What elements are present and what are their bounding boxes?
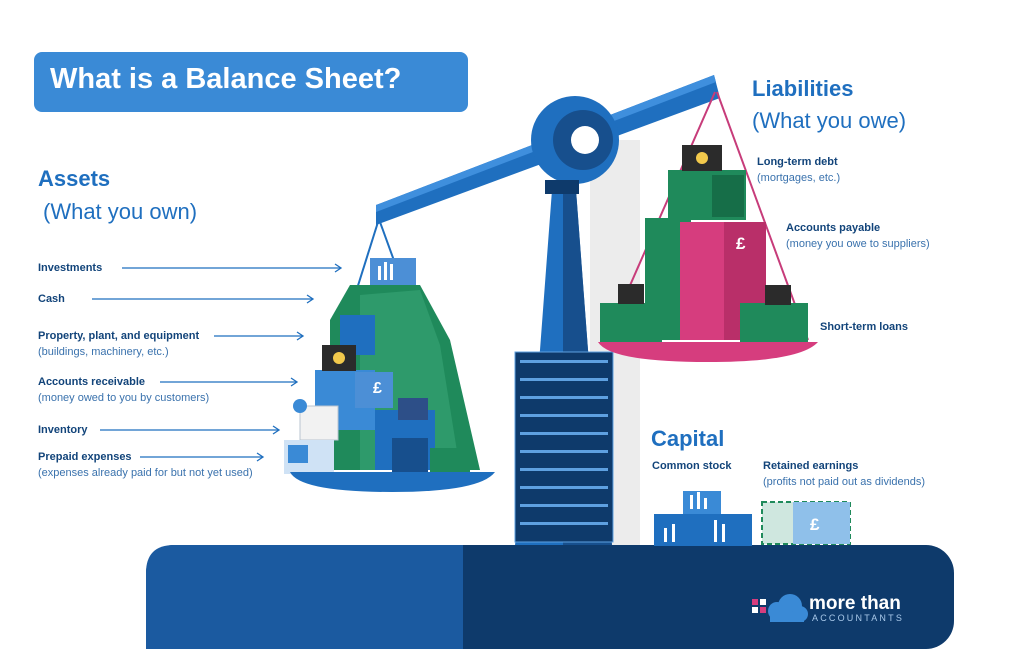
capital-blocks xyxy=(654,491,851,546)
brand-tagline: ACCOUNTANTS xyxy=(812,613,905,623)
liability-note-payable: (money you owe to suppliers) xyxy=(786,238,930,250)
capital-note-retained: (profits not paid out as dividends) xyxy=(763,476,926,488)
base-platform-left xyxy=(146,545,463,649)
pillar-grid xyxy=(514,351,614,543)
liabilities-subheading: (What you owe) xyxy=(752,108,907,133)
assets-subheading: (What you own) xyxy=(43,199,198,224)
title-banner xyxy=(34,52,468,112)
asset-note-prepaid: (expenses already paid for but not yet u… xyxy=(38,467,253,479)
liabilities-pile xyxy=(600,145,808,343)
page-title: What is a Balance Sheet? xyxy=(50,63,402,95)
asset-note-receivable: (money owed to you by customers) xyxy=(38,392,210,404)
asset-arrows xyxy=(92,263,343,462)
asset-label-prepaid: Prepaid expenses xyxy=(38,451,132,463)
asset-label-receivable: Accounts receivable xyxy=(38,376,145,388)
liability-label-payable: Accounts payable xyxy=(786,222,881,234)
brand-cloud-icon xyxy=(752,594,808,622)
liability-label-longterm: Long-term debt xyxy=(757,156,838,168)
liabilities-heading: Liabilities xyxy=(752,76,854,101)
assets-pan xyxy=(290,472,495,492)
liabilities-pan xyxy=(598,342,818,362)
brand-name: more than xyxy=(809,593,901,614)
liabilities-currency-mark: £ xyxy=(736,234,746,253)
assets-currency-mark: £ xyxy=(373,380,382,397)
capital-currency-mark: £ xyxy=(810,515,820,534)
liability-label-shortterm: Short-term loans xyxy=(820,321,909,333)
assets-heading: Assets xyxy=(38,166,111,191)
capital-label-common-stock: Common stock xyxy=(652,460,732,472)
asset-label-ppe: Property, plant, and equipment xyxy=(38,330,200,342)
asset-note-ppe: (buildings, machinery, etc.) xyxy=(38,346,169,358)
asset-label-inventory: Inventory xyxy=(38,424,88,436)
liability-note-longterm: (mortgages, etc.) xyxy=(757,172,841,184)
asset-label-cash: Cash xyxy=(38,293,65,305)
asset-label-investments: Investments xyxy=(38,262,103,274)
assets-pile xyxy=(284,258,480,474)
capital-label-retained: Retained earnings xyxy=(763,460,859,472)
capital-heading: Capital xyxy=(651,426,725,451)
